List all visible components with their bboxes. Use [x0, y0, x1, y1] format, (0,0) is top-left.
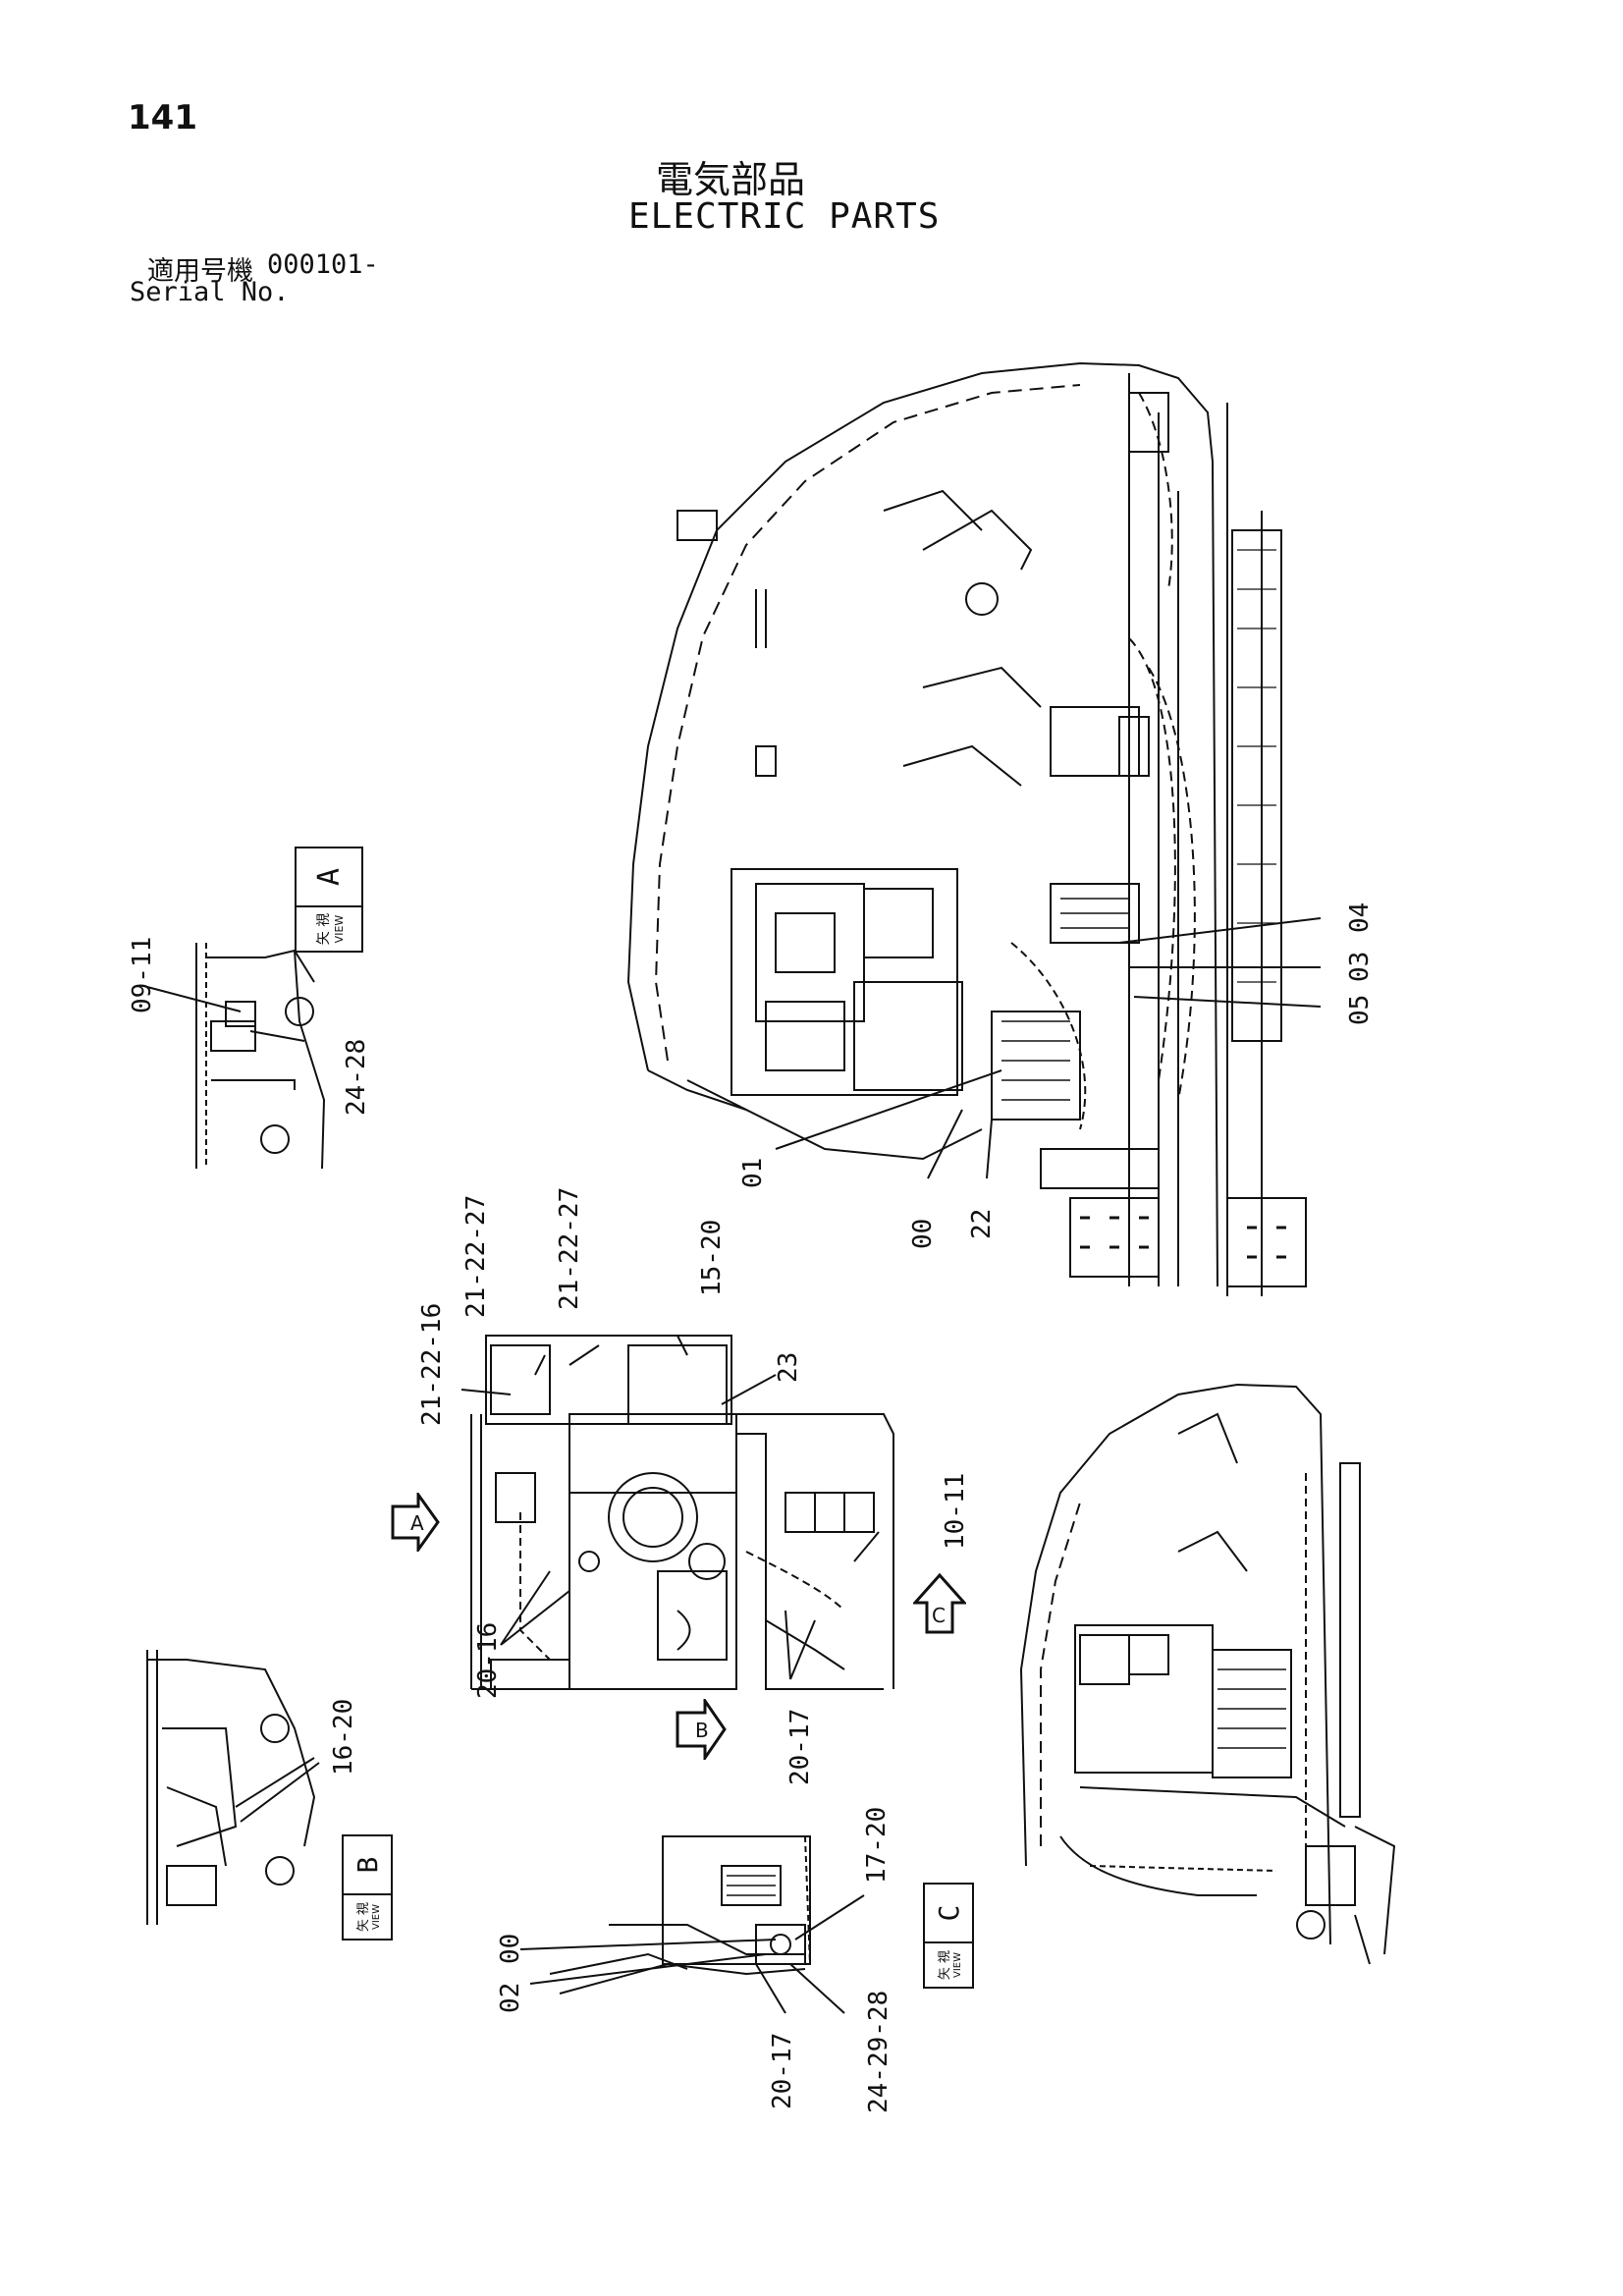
callout-15-20: 15-20 — [697, 1219, 727, 1296]
arrow-c-icon: C — [913, 1573, 966, 1634]
callout-10-11: 10-11 — [941, 1472, 970, 1550]
serial-label-japanese: 適用号機 — [147, 256, 253, 287]
callout-00-main: 00 — [908, 1218, 938, 1249]
callout-09-11: 09-11 — [128, 936, 157, 1013]
callout-20-17-center: 20-17 — [785, 1708, 815, 1785]
serial-label-english: Serial No. — [130, 277, 290, 307]
view-c-detail — [1019, 1383, 1396, 1965]
callout-03: 03 — [1345, 951, 1375, 982]
view-b-detail — [146, 1650, 320, 1925]
arrow-a-icon: A — [391, 1493, 440, 1552]
callout-16-20: 16-20 — [329, 1698, 358, 1776]
arrow-c-letter: C — [932, 1604, 946, 1627]
callout-21-22-16: 21-22-16 — [417, 1302, 447, 1426]
view-c-letter: C — [932, 1904, 965, 1922]
title-japanese: 電気部品 — [656, 158, 806, 201]
view-c-label: 矢 視 VIEW C — [923, 1883, 974, 1989]
view-c-jp: 矢 視 — [938, 1949, 952, 1981]
callout-20-17-bottom: 20-17 — [768, 2032, 797, 2109]
callout-20-16: 20-16 — [473, 1621, 503, 1699]
view-a-label: 矢 視 VIEW A — [295, 847, 363, 953]
callout-23: 23 — [774, 1351, 803, 1383]
page-number: 141 — [128, 98, 197, 137]
callout-02: 02 — [496, 1982, 525, 2013]
callout-01: 01 — [738, 1157, 768, 1188]
callout-22: 22 — [967, 1208, 997, 1239]
callout-05: 05 — [1345, 994, 1375, 1025]
view-b-letter: B — [351, 1856, 384, 1874]
view-b-jp: 矢 視 — [356, 1901, 371, 1933]
callout-17-20: 17-20 — [862, 1806, 892, 1884]
serial-value: 000101- — [267, 249, 379, 280]
view-a-detail — [146, 943, 326, 1170]
arrow-b-letter: B — [695, 1719, 709, 1742]
arrow-a-letter: A — [410, 1511, 424, 1535]
main-cab-drawing — [626, 361, 1322, 1296]
callout-00-bottom: 00 — [496, 1933, 525, 1964]
view-a-letter: A — [311, 867, 347, 887]
callout-21-22-27-b: 21-22-27 — [555, 1186, 584, 1310]
view-a-jp: 矢 視 — [315, 912, 332, 946]
bottom-center-drawing — [519, 1835, 865, 2014]
title-english: ELECTRIC PARTS — [628, 196, 941, 237]
view-c-en: VIEW — [952, 1952, 963, 1978]
callout-24-29-28: 24-29-28 — [864, 1990, 893, 2113]
view-a-en: VIEW — [332, 914, 346, 944]
arrow-b-icon: B — [676, 1699, 727, 1760]
view-b-en: VIEW — [371, 1904, 382, 1930]
callout-24-28: 24-28 — [342, 1038, 371, 1116]
center-plan-drawing — [460, 1335, 894, 1690]
callout-21-22-27-a: 21-22-27 — [461, 1194, 491, 1318]
callout-04: 04 — [1345, 902, 1375, 933]
view-b-label: 矢 視 VIEW B — [342, 1834, 393, 1941]
